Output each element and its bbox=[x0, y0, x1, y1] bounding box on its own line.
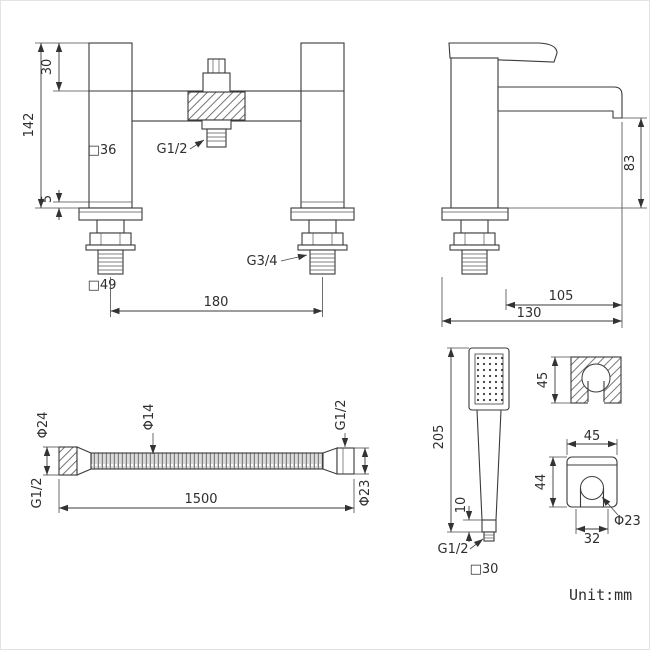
dim-bracket-slot-32: 32 bbox=[575, 509, 609, 547]
dim-1500-label: 1500 bbox=[184, 492, 217, 507]
shower-outlet-nipple bbox=[206, 128, 227, 148]
dim-45-front-label: 45 bbox=[584, 429, 601, 444]
diverter-knob bbox=[202, 72, 231, 93]
side-view: 83 105 130 bbox=[441, 42, 647, 328]
dim-180-label: 180 bbox=[204, 295, 229, 310]
dim-base-step-5: 5 bbox=[40, 190, 89, 220]
bracket-top-hole bbox=[581, 363, 611, 393]
hose-nut-left bbox=[58, 446, 78, 476]
dim-bracket-depth-45: 45 bbox=[536, 356, 571, 404]
body-section-label: □36 bbox=[88, 143, 117, 158]
diverter-housing bbox=[187, 91, 246, 121]
dim-hole-centres-180: 180 bbox=[110, 277, 323, 317]
bracket-front-view: 45 44 32 Φ23 bbox=[534, 429, 641, 547]
handset-handle bbox=[476, 409, 502, 521]
dim-130-label: 130 bbox=[517, 306, 542, 321]
spray-face bbox=[474, 353, 504, 405]
dim-32-label: 32 bbox=[584, 532, 601, 547]
dim-d14-label: Φ14 bbox=[142, 404, 157, 431]
base-section-label: □49 bbox=[88, 278, 117, 293]
outlet-flange bbox=[201, 119, 232, 130]
dim-d24-label: Φ24 bbox=[36, 412, 51, 439]
dim-hose-diameter-14: Φ14 bbox=[142, 404, 157, 454]
left-mounting-shank bbox=[85, 219, 136, 275]
lever-handle bbox=[448, 42, 558, 63]
dim-10-label: 10 bbox=[454, 497, 469, 514]
inlet-thread-label: G3/4 bbox=[247, 254, 278, 269]
dim-d23-label: Φ23 bbox=[358, 480, 373, 507]
diverter-knob-top bbox=[207, 58, 226, 74]
dim-105-label: 105 bbox=[549, 289, 574, 304]
hose-cone-left bbox=[76, 446, 92, 476]
handset-thread-label: G1/2 bbox=[438, 542, 469, 557]
dim-45-top-label: 45 bbox=[536, 372, 551, 389]
hose-fitting-right bbox=[336, 447, 355, 475]
dim-body-height-142: 142 bbox=[22, 42, 89, 209]
dim-hose-length-1500: 1500 bbox=[58, 479, 355, 513]
dim-30-label: 30 bbox=[40, 59, 55, 76]
spout bbox=[497, 86, 623, 119]
left-base-flange bbox=[78, 207, 143, 221]
dim-5-label: 5 bbox=[40, 195, 55, 203]
bracket-hole-label: Φ23 bbox=[614, 514, 641, 529]
hose-thread-right-callout: G1/2 bbox=[334, 400, 349, 447]
dim-handset-length-205: 205 bbox=[432, 347, 482, 533]
dim-handle-height-30: 30 bbox=[40, 43, 89, 92]
right-mounting-shank bbox=[297, 219, 348, 275]
unit-label: Unit:mm bbox=[569, 586, 632, 604]
dim-spout-reach-105: 105 bbox=[505, 289, 622, 310]
hose-view: Φ24 Φ14 G1/2 Φ23 G1/2 1500 bbox=[30, 400, 373, 513]
tap-body bbox=[450, 57, 499, 209]
side-mounting-shank bbox=[449, 219, 500, 275]
dim-end-diameter-23: Φ23 bbox=[354, 447, 373, 507]
dim-nut-diameter-24: Φ24 bbox=[36, 412, 59, 476]
outlet-thread-label: G1/2 bbox=[157, 142, 188, 157]
bracket-top-view: 45 bbox=[536, 356, 622, 405]
bracket-hole-callout: Φ23 bbox=[601, 496, 641, 529]
hose-cone-right bbox=[322, 447, 338, 475]
dim-bracket-width-45: 45 bbox=[566, 429, 618, 455]
inlet-thread-callout: G3/4 bbox=[247, 253, 308, 269]
dim-83-label: 83 bbox=[623, 155, 638, 172]
dim-spout-height-83: 83 bbox=[508, 117, 647, 209]
handset-section-label: □30 bbox=[470, 562, 499, 577]
hose-thread-right-label: G1/2 bbox=[334, 400, 349, 431]
handset-thread-callout: G1/2 bbox=[438, 538, 484, 557]
dim-bracket-height-44: 44 bbox=[534, 456, 567, 508]
right-pillar-body bbox=[300, 42, 345, 209]
handset-nipple bbox=[483, 531, 495, 542]
dim-44-label: 44 bbox=[534, 474, 549, 491]
side-base-flange bbox=[441, 207, 509, 221]
outlet-thread-callout: G1/2 bbox=[157, 139, 205, 157]
dim-205-label: 205 bbox=[432, 425, 447, 450]
hose-body bbox=[90, 452, 324, 470]
right-base-flange bbox=[290, 207, 355, 221]
front-view: 142 30 5 □36 G1/2 □49 G3/4 180 bbox=[22, 42, 355, 317]
dim-overall-depth-130: 130 bbox=[441, 277, 622, 327]
left-pillar-body bbox=[88, 42, 133, 209]
handset-connector bbox=[481, 519, 497, 533]
bracket-front-body bbox=[566, 456, 618, 508]
handset-view: 205 10 G1/2 □30 bbox=[432, 347, 510, 577]
hose-thread-left-label: G1/2 bbox=[30, 478, 45, 509]
dim-connector-10: 10 bbox=[454, 497, 482, 542]
dim-142-label: 142 bbox=[22, 113, 37, 138]
